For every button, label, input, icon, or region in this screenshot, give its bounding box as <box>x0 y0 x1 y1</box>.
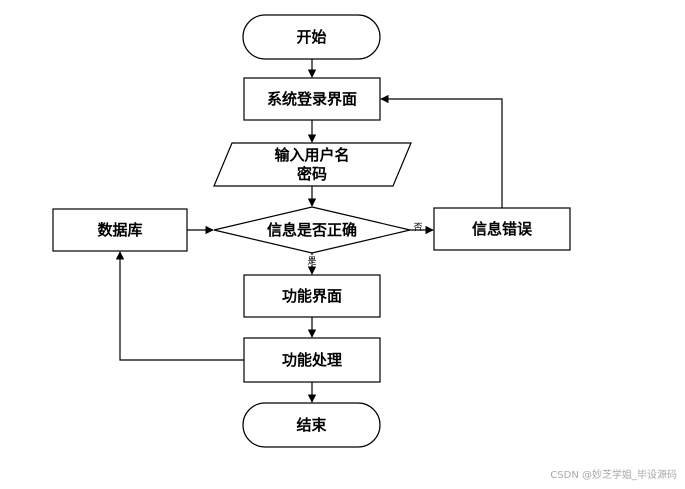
input-node: 输入用户名 密码 <box>213 142 412 187</box>
function-ui-node: 功能界面 <box>243 274 381 318</box>
function-process-node: 功能处理 <box>243 337 381 383</box>
check-node: 信息是否正确 <box>213 206 411 254</box>
input-label-line1: 输入用户名 <box>274 146 349 164</box>
login-ui-label: 系统登录界面 <box>267 90 357 108</box>
login-ui-node: 系统登录界面 <box>243 77 381 121</box>
function-ui-label: 功能界面 <box>282 287 342 305</box>
start-node: 开始 <box>242 14 381 60</box>
check-label: 信息是否正确 <box>267 221 357 239</box>
function-process-label: 功能处理 <box>282 351 342 369</box>
database-label: 数据库 <box>97 221 142 239</box>
edge-process-to-database <box>115 251 244 361</box>
end-label: 结束 <box>296 416 327 434</box>
start-label: 开始 <box>296 28 326 46</box>
input-label-line2: 密码 <box>297 165 327 183</box>
info-error-label: 信息错误 <box>472 220 533 238</box>
watermark: CSDN @妙芝学姐_毕设源码 <box>550 470 677 481</box>
edge-label-yes: 是 <box>307 256 316 267</box>
edge-error-to-login <box>380 94 503 208</box>
edge-label-no: 否 <box>413 222 422 233</box>
database-node: 数据库 <box>52 208 188 252</box>
end-node: 结束 <box>242 402 381 448</box>
info-error-node: 信息错误 <box>433 207 571 251</box>
